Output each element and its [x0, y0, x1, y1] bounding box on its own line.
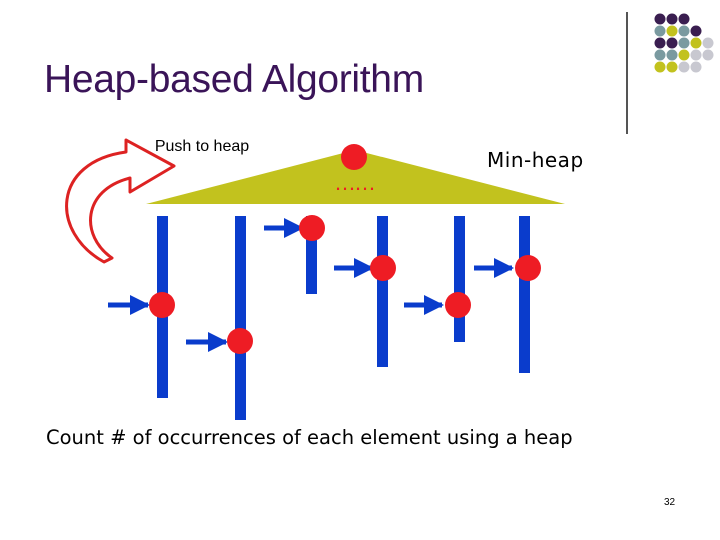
heap-nodes — [149, 144, 541, 354]
heap-top-node — [341, 144, 367, 170]
slide-title: Heap-based Algorithm — [44, 58, 424, 101]
min-heap-label: Min-heap — [487, 148, 584, 172]
page-number: 32 — [664, 497, 676, 508]
corner-dots — [654, 13, 714, 73]
pointer-arrows — [108, 218, 514, 352]
list-node — [445, 292, 471, 318]
corner-dot-grid — [654, 13, 714, 73]
list-node — [149, 292, 175, 318]
list-node — [370, 255, 396, 281]
list-bar — [519, 216, 530, 373]
list-bar — [377, 216, 388, 367]
list-bar — [306, 216, 317, 294]
heap-ellipsis: …… — [334, 170, 374, 195]
list-bar — [235, 216, 246, 420]
list-node — [227, 328, 253, 354]
heap-triangle — [146, 150, 565, 204]
title-divider — [626, 12, 628, 134]
list-node — [299, 215, 325, 241]
list-bars — [157, 216, 530, 420]
list-node — [515, 255, 541, 281]
curved-arrow-icon — [65, 138, 176, 264]
list-bar — [454, 216, 465, 342]
slide-caption: Count # of occurrences of each element u… — [46, 426, 573, 449]
push-to-heap-label: Push to heap — [154, 138, 250, 155]
